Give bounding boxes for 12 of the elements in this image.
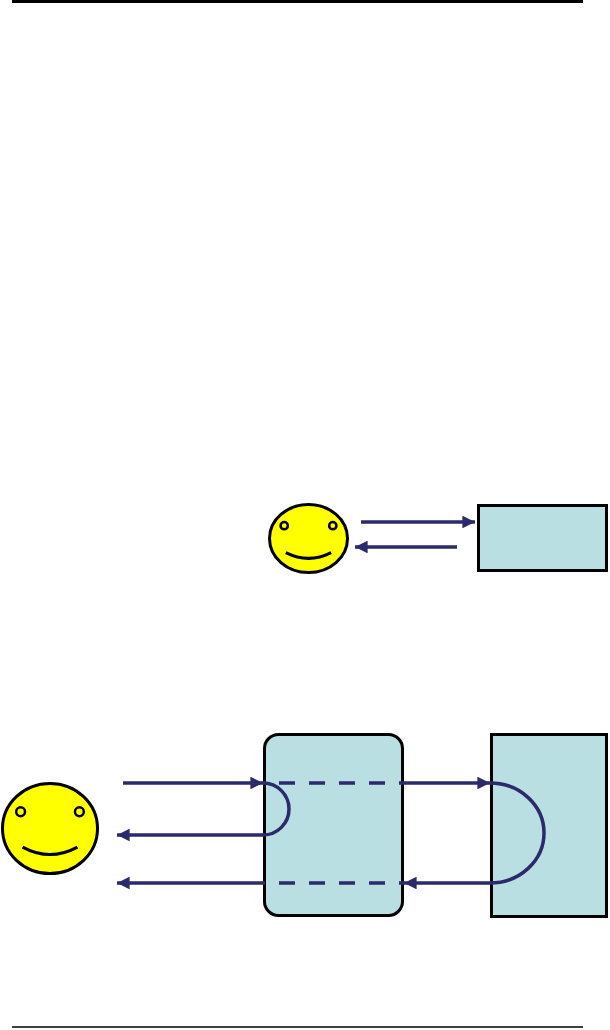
arrow xyxy=(355,540,457,554)
process-box xyxy=(490,733,608,918)
process-box xyxy=(477,504,608,572)
arrow xyxy=(117,781,291,842)
smiley-face xyxy=(268,503,349,574)
arrow xyxy=(123,776,263,790)
arrow xyxy=(404,781,546,890)
arrow xyxy=(117,876,263,890)
process-box xyxy=(263,733,404,917)
arrow xyxy=(404,776,490,790)
smiley-face xyxy=(1,782,99,875)
arrow xyxy=(361,515,475,529)
